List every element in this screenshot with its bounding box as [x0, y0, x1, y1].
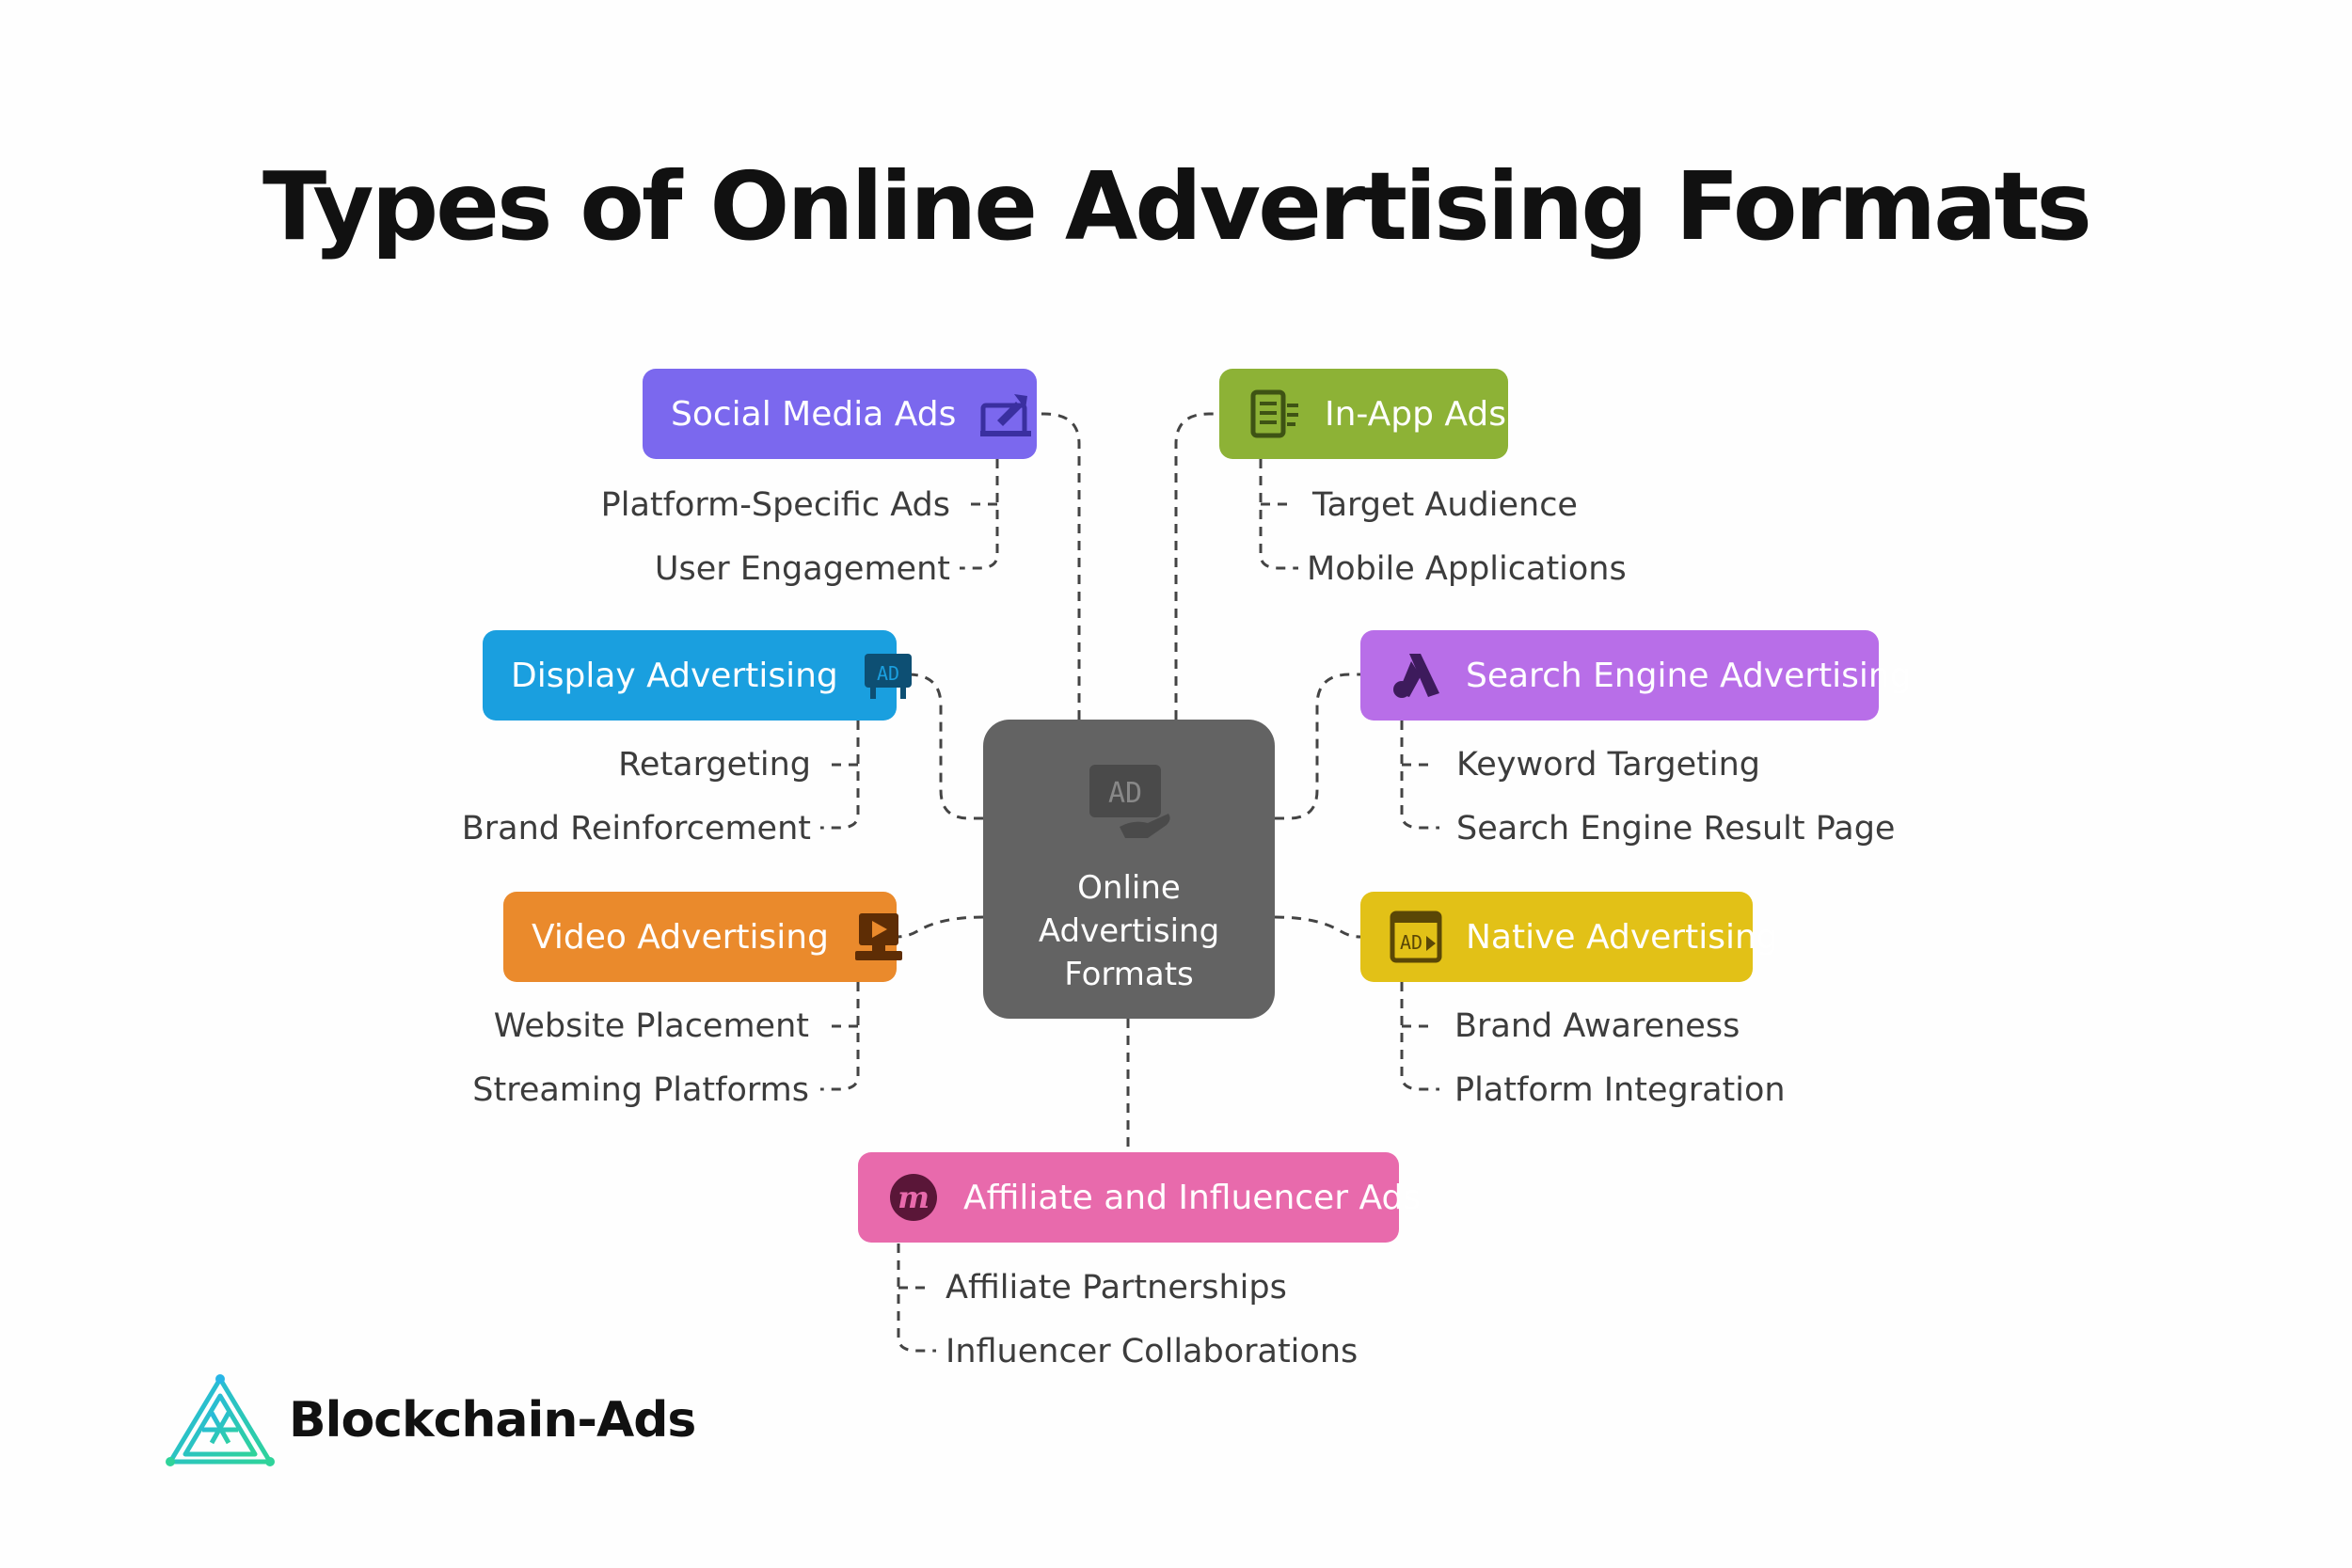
center-line-2: Advertising	[1038, 912, 1220, 950]
connector-social	[1037, 412, 1081, 720]
sub-keyword-targeting: Keyword Targeting	[1456, 746, 1761, 784]
social-share-icon	[978, 387, 1033, 441]
center-line-3: Formats	[1064, 956, 1194, 993]
sub-connector-native	[1400, 982, 1439, 1091]
branch-display-advertising: Display Advertising AD	[483, 630, 912, 721]
sub-connector-social	[960, 459, 999, 570]
svg-text:AD: AD	[1400, 931, 1422, 954]
connector-inapp	[1174, 412, 1219, 720]
sub-connector-display	[820, 721, 860, 830]
center-node: AD Online Advertising Formats	[983, 720, 1275, 1019]
branch-label: Native Advertising	[1466, 917, 1778, 957]
sub-brand-awareness: Brand Awareness	[1454, 1007, 1740, 1045]
google-ads-icon	[1389, 648, 1443, 703]
sub-retargeting: Retargeting	[618, 746, 811, 784]
native-ad-icon: AD	[1389, 910, 1443, 964]
branch-affiliate-and-influencer-ads: m Affiliate and Influencer Ads	[858, 1152, 1421, 1243]
branch-label: Video Advertising	[532, 917, 829, 957]
brand-logo: Blockchain-Ads	[165, 1373, 696, 1467]
sub-brand-reinforcement: Brand Reinforcement	[461, 810, 811, 847]
branch-label: Display Advertising	[511, 656, 838, 695]
branch-social-media-ads: Social Media Ads	[643, 369, 1037, 459]
ad-board-icon: AD	[861, 648, 915, 703]
connector-native	[1274, 915, 1361, 939]
branch-native-advertising: AD Native Advertising	[1360, 892, 1778, 982]
svg-text:m: m	[898, 1180, 930, 1215]
brand-name: Blockchain-Ads	[289, 1392, 696, 1449]
branch-label: Search Engine Advertising	[1466, 656, 1912, 695]
connector-video	[896, 915, 984, 939]
svg-text:AD: AD	[1108, 777, 1142, 810]
sub-search-engine-result-page: Search Engine Result Page	[1456, 810, 1896, 847]
branch-search-engine-advertising: Search Engine Advertising	[1360, 630, 1912, 721]
sub-connector-inapp	[1259, 459, 1298, 570]
blockchain-ads-logo-icon	[166, 1374, 275, 1466]
sub-target-audience: Target Audience	[1312, 486, 1578, 524]
branch-video-advertising: Video Advertising	[503, 892, 902, 982]
sub-website-placement: Website Placement	[493, 1007, 809, 1045]
branch-label: In-App Ads	[1325, 394, 1507, 434]
sub-user-engagement: User Engagement	[654, 550, 950, 588]
sub-platform-integration: Platform Integration	[1454, 1071, 1786, 1109]
page-title: Types of Online Advertising Formats	[262, 151, 2092, 261]
connector-search	[1275, 673, 1360, 820]
app-document-icon	[1248, 387, 1302, 441]
branch-in-app-ads: In-App Ads	[1219, 369, 1508, 459]
sub-connector-search	[1400, 721, 1439, 830]
sub-connector-affiliate	[897, 1243, 936, 1353]
sub-affiliate-partnerships: Affiliate Partnerships	[946, 1269, 1287, 1307]
sub-connector-video	[820, 982, 860, 1091]
connector-display	[897, 673, 983, 820]
sub-streaming-platforms: Streaming Platforms	[472, 1071, 809, 1109]
branch-label: Affiliate and Influencer Ads	[963, 1178, 1422, 1217]
sub-platform-specific-ads: Platform-Specific Ads	[600, 486, 950, 524]
video-player-icon	[851, 910, 906, 964]
center-line-1: Online	[1077, 869, 1181, 907]
branch-label: Social Media Ads	[671, 394, 957, 434]
sub-mobile-applications: Mobile Applications	[1307, 550, 1627, 588]
ad-hand-icon: AD	[1089, 765, 1170, 838]
affiliate-m-icon: m	[886, 1170, 941, 1225]
sub-influencer-collaborations: Influencer Collaborations	[946, 1333, 1359, 1370]
svg-text:AD: AD	[877, 662, 899, 685]
